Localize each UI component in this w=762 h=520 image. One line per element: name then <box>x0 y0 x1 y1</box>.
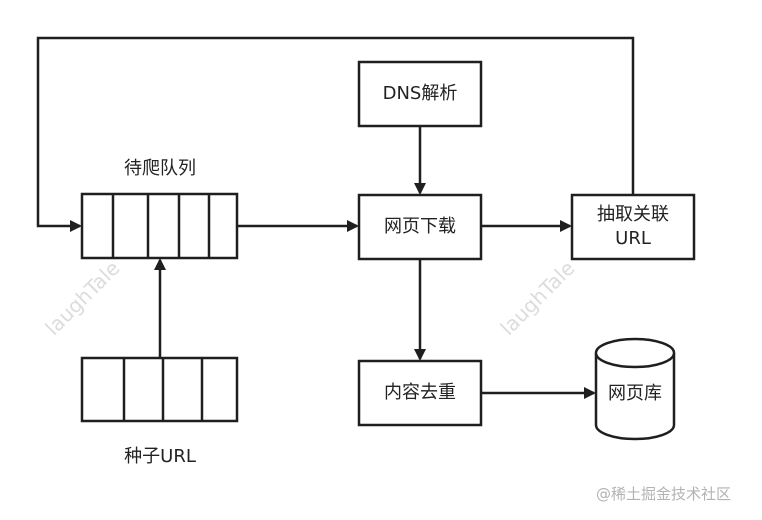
pending-queue-shape <box>80 192 239 260</box>
extract-box <box>570 193 696 261</box>
dns-box <box>357 60 483 128</box>
extract-label-line-1: 抽取关联 <box>597 204 669 225</box>
seed-queue-shape <box>80 356 239 423</box>
page-db-label: 网页库 <box>608 383 662 404</box>
arrow-feedback-loop <box>36 36 635 232</box>
pending-queue-label: 待爬队列 <box>124 158 196 179</box>
dedupe-box <box>357 359 483 427</box>
credit-text: @稀土掘金技术社区 <box>596 485 732 503</box>
page-db-shape <box>594 337 676 441</box>
extract-label: 抽取关联 URL <box>572 195 694 259</box>
extract-label-line-2: URL <box>615 228 651 249</box>
seed-url-label: 种子URL <box>124 446 196 467</box>
dns-label: DNS解析 <box>382 83 458 104</box>
dedupe-label: 内容去重 <box>384 382 456 403</box>
download-label: 网页下载 <box>384 216 456 237</box>
